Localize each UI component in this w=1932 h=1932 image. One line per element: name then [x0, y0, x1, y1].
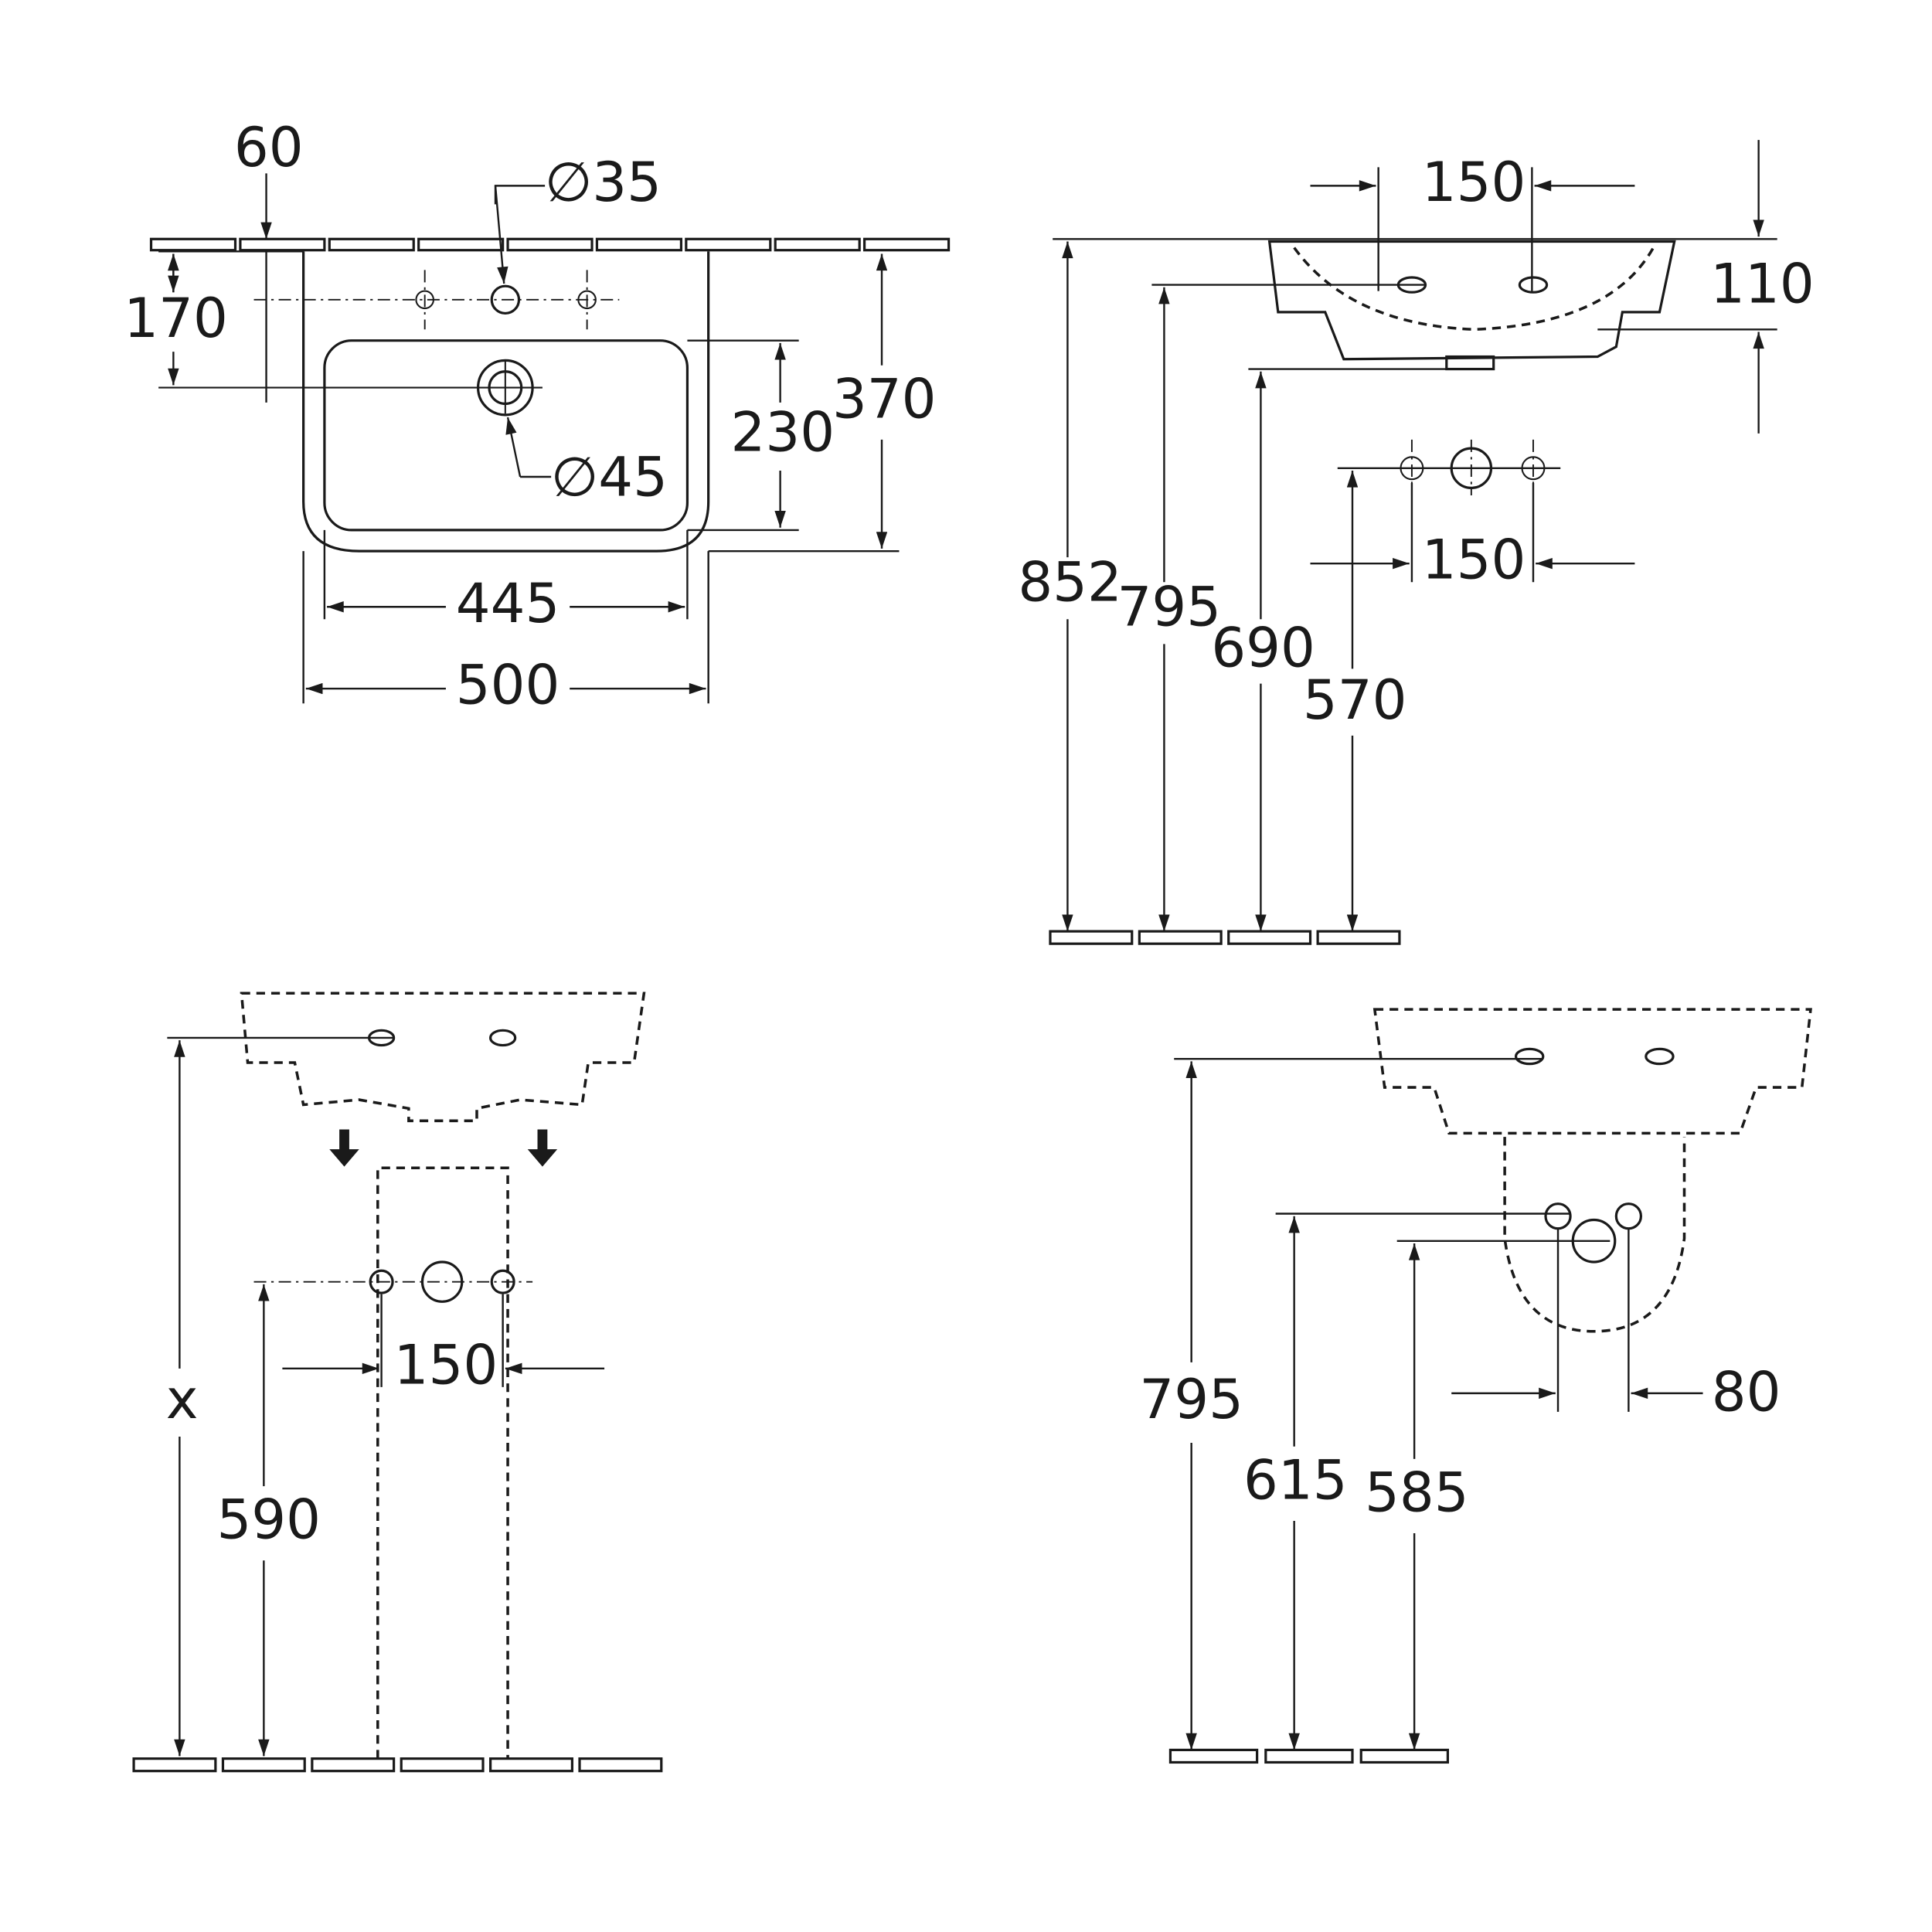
- semi-pedestal-view: 795 615 585 80: [1139, 1008, 1812, 1764]
- dim-170: 170: [124, 287, 228, 350]
- dim-445: 445: [456, 572, 560, 635]
- dim-615: 615: [1243, 1448, 1348, 1512]
- dim-tap-hole-diameter: ∅35: [545, 151, 662, 214]
- dim-795: 795: [1117, 576, 1222, 639]
- dim-80: 80: [1712, 1361, 1781, 1424]
- tap-hole-optional-right: [577, 290, 597, 310]
- dim-370: 370: [832, 367, 937, 430]
- semi-pedestal-dashed: [1503, 1137, 1686, 1333]
- dim-150-top: 150: [1422, 151, 1526, 214]
- dim-585: 585: [1365, 1461, 1469, 1524]
- wall-tiles: [149, 237, 951, 252]
- basin-dashed: [1372, 1008, 1812, 1135]
- dim-795: 795: [1139, 1368, 1243, 1431]
- dim-60: 60: [234, 116, 304, 179]
- dim-690: 690: [1211, 616, 1315, 679]
- basin-profile: [1267, 240, 1676, 361]
- dim-x: x: [166, 1368, 199, 1431]
- pedestal-view: x 590 150: [132, 992, 663, 1773]
- dim-590: 590: [216, 1488, 321, 1552]
- dim-852: 852: [1018, 551, 1122, 614]
- side-view: 150 110 852 795 690 570 150: [1018, 140, 1815, 945]
- basin-dashed: [240, 992, 646, 1123]
- basin-outline: [302, 251, 710, 553]
- dim-500: 500: [456, 654, 560, 717]
- install-arrow-icons: [329, 1129, 558, 1167]
- dim-230: 230: [731, 401, 835, 464]
- pedestal-dashed: [376, 1166, 509, 1759]
- floor-tiles: [132, 1757, 663, 1773]
- plan-view: 60 170 ∅35 ∅45 230 370 445 500: [124, 116, 951, 717]
- tap-hole-right: [1518, 276, 1549, 294]
- dim-570: 570: [1303, 668, 1407, 732]
- floor-tiles: [1049, 930, 1401, 945]
- dim-150: 150: [394, 1333, 498, 1396]
- dim-150-bottom: 150: [1422, 529, 1526, 592]
- dim-110: 110: [1710, 252, 1815, 315]
- floor-tiles: [1168, 1748, 1449, 1764]
- basin-bowl: [323, 339, 689, 532]
- tap-hole-optional-left: [415, 290, 434, 310]
- tap-hole: [490, 284, 521, 315]
- dim-drain-diameter: ∅45: [551, 445, 668, 509]
